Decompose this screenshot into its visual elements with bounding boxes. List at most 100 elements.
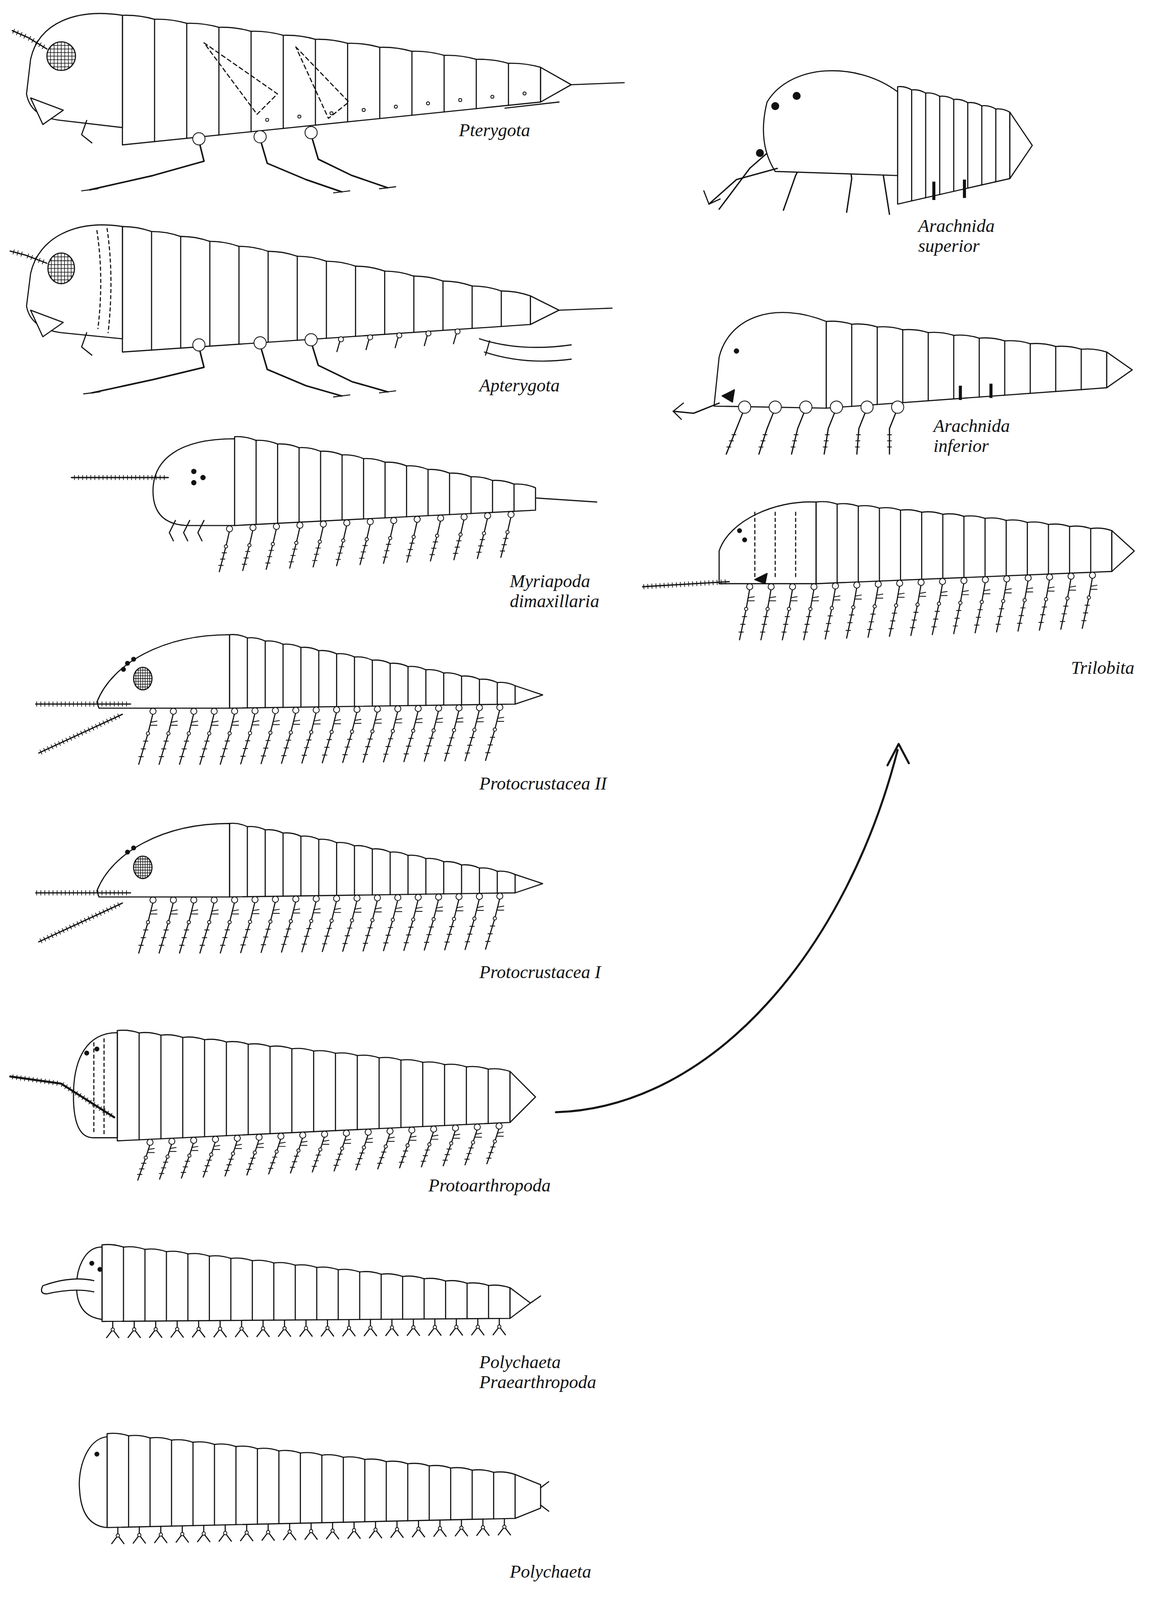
leg-tick — [738, 631, 744, 633]
leg-coxa — [367, 518, 374, 525]
leg-joint — [493, 1139, 497, 1143]
leg-joint — [231, 1151, 235, 1155]
leg-tick — [762, 623, 767, 625]
coxa — [305, 333, 318, 347]
leg-tick — [490, 1146, 496, 1148]
segment-line — [406, 465, 407, 517]
leg-tick — [1041, 606, 1047, 608]
exopod-branch — [257, 1146, 264, 1148]
leg-tick — [404, 942, 409, 943]
antenna-segment — [109, 701, 111, 706]
ocellus — [125, 849, 130, 854]
stylus-base — [455, 328, 461, 335]
exopod-branch — [453, 1133, 460, 1135]
spiracle — [426, 101, 430, 105]
insect-leg — [311, 341, 388, 392]
leg-tick — [225, 740, 230, 742]
leg-coxa — [374, 705, 381, 713]
cercus — [571, 82, 625, 85]
segment-line — [282, 644, 284, 708]
segment-line — [319, 451, 321, 522]
segment-line — [487, 1068, 489, 1123]
leg-tick — [333, 1164, 338, 1166]
antenna-segment — [73, 701, 74, 706]
leg — [383, 899, 398, 951]
antenna-segment — [675, 582, 677, 587]
antenna-segment — [43, 747, 46, 753]
segment-line — [952, 99, 954, 192]
antenna-segment — [655, 583, 657, 588]
leg-tick — [199, 944, 205, 946]
spiracle-mark — [932, 181, 936, 200]
leg-tick — [314, 553, 319, 555]
leg — [261, 712, 276, 764]
antenna-segment — [66, 926, 69, 931]
parapodium-joint — [261, 1326, 265, 1330]
leg-tick — [248, 1162, 253, 1164]
prostomium — [79, 1436, 108, 1528]
exopod-branch — [278, 1141, 286, 1143]
leg-tick — [464, 1158, 469, 1160]
furca — [484, 351, 572, 361]
head-shield — [97, 823, 230, 897]
telson — [540, 67, 572, 102]
spiracle — [329, 111, 333, 115]
parapodium-joint — [309, 1528, 313, 1533]
telson — [1009, 112, 1033, 179]
coxa — [192, 338, 206, 351]
leg-coxa — [168, 1137, 176, 1144]
leg-tick — [245, 550, 250, 552]
segment-line — [478, 867, 480, 894]
segment-line — [218, 27, 220, 135]
leg-tick — [446, 744, 452, 746]
antenna-segment — [88, 727, 90, 732]
segment-line — [402, 1276, 404, 1320]
leg-tick — [763, 615, 768, 617]
leg-tick — [995, 623, 1001, 625]
segment-line — [492, 480, 494, 513]
antenna-segment — [28, 36, 31, 40]
leg-coxa — [415, 704, 422, 712]
exopod-branch — [375, 718, 382, 720]
leg-coxa — [170, 896, 177, 904]
exopod-branch — [169, 1147, 177, 1149]
leg-tick — [140, 936, 146, 938]
leg-tick — [456, 540, 461, 542]
segment-line — [1055, 346, 1057, 392]
segment-line — [336, 653, 338, 707]
leg — [261, 901, 276, 953]
leg-tick — [467, 933, 472, 935]
antenna-segment — [704, 580, 706, 586]
antenna-segment — [78, 475, 79, 480]
ocellus — [131, 845, 136, 850]
leg-coxa — [456, 893, 463, 900]
leg-joint — [289, 730, 293, 735]
parapodium-joint — [175, 1327, 179, 1331]
segment-line — [378, 1057, 380, 1129]
exopod-branch — [431, 1138, 438, 1140]
exopod-branch — [983, 589, 991, 591]
leg-tick — [867, 628, 872, 630]
antenna-segment — [66, 737, 69, 743]
leg-joint — [166, 920, 170, 924]
taxon-label: Trilobita — [1071, 657, 1135, 678]
leg-tick — [406, 933, 411, 935]
exopod-branch — [477, 905, 484, 907]
segment-line — [876, 327, 878, 405]
eye-facet — [51, 66, 71, 68]
leg-tick — [220, 558, 225, 560]
leg-coxa — [394, 705, 401, 712]
leg-coxa — [313, 895, 320, 902]
leg-tick — [406, 745, 411, 747]
segment-line — [995, 109, 997, 182]
antenna-segment — [659, 583, 661, 588]
antenna-segment — [102, 475, 104, 480]
leg-tick — [485, 752, 490, 754]
spiracle — [394, 105, 397, 109]
leg-tick — [740, 623, 745, 625]
segment-line — [267, 251, 269, 343]
leg-tick — [399, 1161, 404, 1163]
antenna-segment — [118, 890, 119, 895]
leg-tick — [1061, 613, 1067, 615]
antenna-segment — [102, 720, 105, 725]
